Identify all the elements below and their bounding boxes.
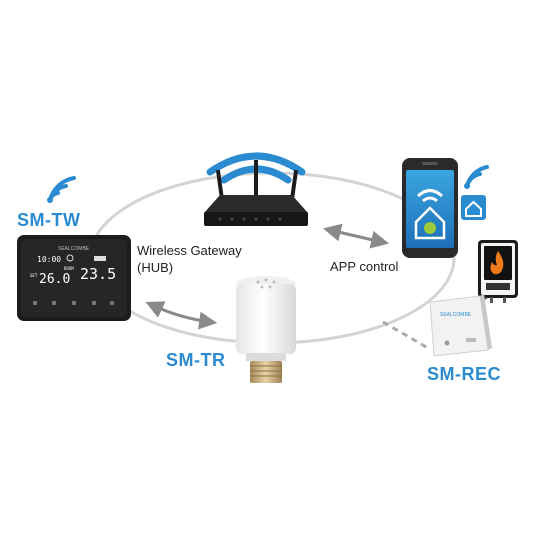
gateway-label: Wireless Gateway (HUB) [137,242,242,276]
boiler-icon [478,240,518,303]
gateway-label-line2: (HUB) [137,260,174,275]
router-icon [204,152,308,226]
app-control-label: APP control [330,259,399,274]
gateway-label-line1: Wireless Gateway [137,243,242,258]
arrow-router-phone [322,223,390,249]
thermostat-brand: SEALCOMBE [58,246,90,252]
receiver-brand: SEALCOMBE [440,312,472,318]
thermostat-room-label: ROOM [64,266,74,271]
receiver-link-dashed [382,320,429,350]
thermostat-set-label: SET [30,273,38,278]
radiator-valve-label: SM-TR [166,350,226,370]
radiator-valve-device [236,276,296,383]
wifi-icon [47,176,76,203]
thermostat-label: SM-TW [17,210,81,230]
thermostat-time: 10:00 [37,255,61,264]
home-app-icon [461,195,486,220]
receiver-label: SM-REC [427,364,501,384]
thermostat-set-value: 26.0 [39,272,70,287]
smartphone-icon [402,158,458,258]
arrow-thermostat-trv [145,301,218,330]
phone-wifi-icon [464,165,489,189]
receiver-device: SEALCOMBE [429,294,492,357]
thermostat-device: SEALCOMBE 10:00 SET 26.0 ROOM 23.5 [17,235,131,321]
thermostat-room-value: 23.5 [80,265,116,283]
